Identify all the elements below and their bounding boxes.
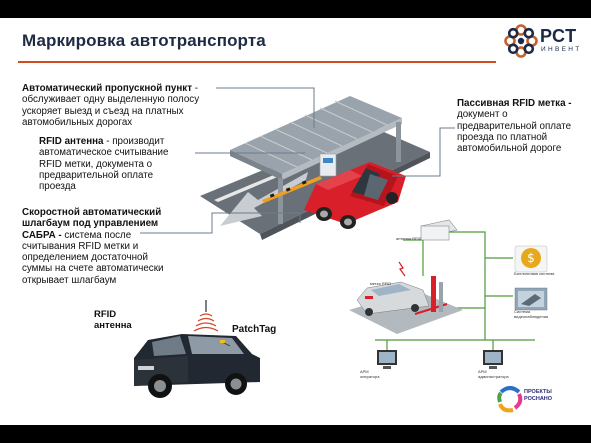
rfid-reader-box	[420, 225, 450, 241]
antenna-heading: RFID антенна	[39, 136, 104, 147]
antenna-description: RFID антенна - производит автоматическое…	[39, 136, 192, 192]
slide-title: Маркировка автотранспорта	[22, 31, 266, 50]
logo-wordmark: РСТ	[540, 26, 577, 46]
gate-description: Автоматический пропускной пункт - обслуж…	[22, 83, 218, 128]
operator-workstation-caption: АРМ оператора	[360, 369, 380, 379]
admin-workstation-caption: АРМ администратора	[478, 369, 509, 379]
rosnano-line1: ПРОЕКТЫ	[524, 389, 552, 395]
video-camera-icon	[514, 287, 548, 311]
logo-subtitle: ИНВЕНТ	[541, 46, 582, 53]
suv-antenna-label: RFID антенна	[94, 309, 132, 331]
antenna-rfid-caption: антенна RFID	[396, 236, 422, 241]
gate-body: - обслуживает одну выделенную полосу уск…	[22, 83, 200, 128]
red-pickup-truck	[304, 162, 406, 229]
barrier-heading: Скоростной автоматический шлагбаум под у…	[22, 207, 162, 241]
billing-coin-icon: $	[514, 245, 548, 273]
barrier-arm	[262, 176, 322, 203]
rst-invent-logo: РСТ ИНВЕНТ	[504, 24, 584, 60]
billing-caption: Биллинговая система	[514, 271, 555, 276]
slide: Маркировка автотранспорта РСТ ИНВЕНТ	[0, 18, 591, 425]
patchtag-label: PatchTag	[232, 324, 277, 335]
tag-body: документ о предварительной оплате проезд…	[457, 109, 572, 155]
antenna-signal-icon	[193, 300, 219, 332]
video-caption: Система видеонаблюдения	[514, 309, 549, 319]
tag-heading: Пассивная RFID метка -	[457, 98, 572, 109]
svg-text:$: $	[527, 251, 535, 265]
rosnano-line2: РОСНАНО	[524, 396, 553, 402]
rosnano-emblem-icon	[497, 386, 523, 413]
barrier-body: система после считывания RFID метки и оп…	[22, 229, 164, 286]
rfid-tag-caption: метка RFID	[370, 281, 392, 286]
callout-lines	[140, 87, 455, 234]
operator-workstation-icon	[377, 350, 397, 369]
suv-illustration	[134, 300, 260, 398]
antenna-body: - производит автоматическое считывание R…	[39, 136, 169, 193]
gate-canopy	[230, 96, 402, 174]
tag-description: Пассивная RFID метка - документ о предва…	[457, 98, 579, 154]
admin-workstation-icon	[483, 350, 503, 369]
barrier-description: Скоростной автоматический шлагбаум под у…	[22, 207, 174, 286]
signal-flash-icon	[398, 261, 406, 277]
toll-gate-illustration	[200, 96, 430, 240]
gate-heading: Автоматический пропускной пункт	[22, 83, 192, 94]
system-car-icon	[356, 281, 430, 316]
rosnano-projects-logo: ПРОЕКТЫ РОСНАНО	[497, 382, 577, 418]
system-architecture-diagram: $	[349, 219, 548, 369]
rst-emblem-icon	[504, 24, 538, 58]
title-divider	[18, 61, 496, 63]
